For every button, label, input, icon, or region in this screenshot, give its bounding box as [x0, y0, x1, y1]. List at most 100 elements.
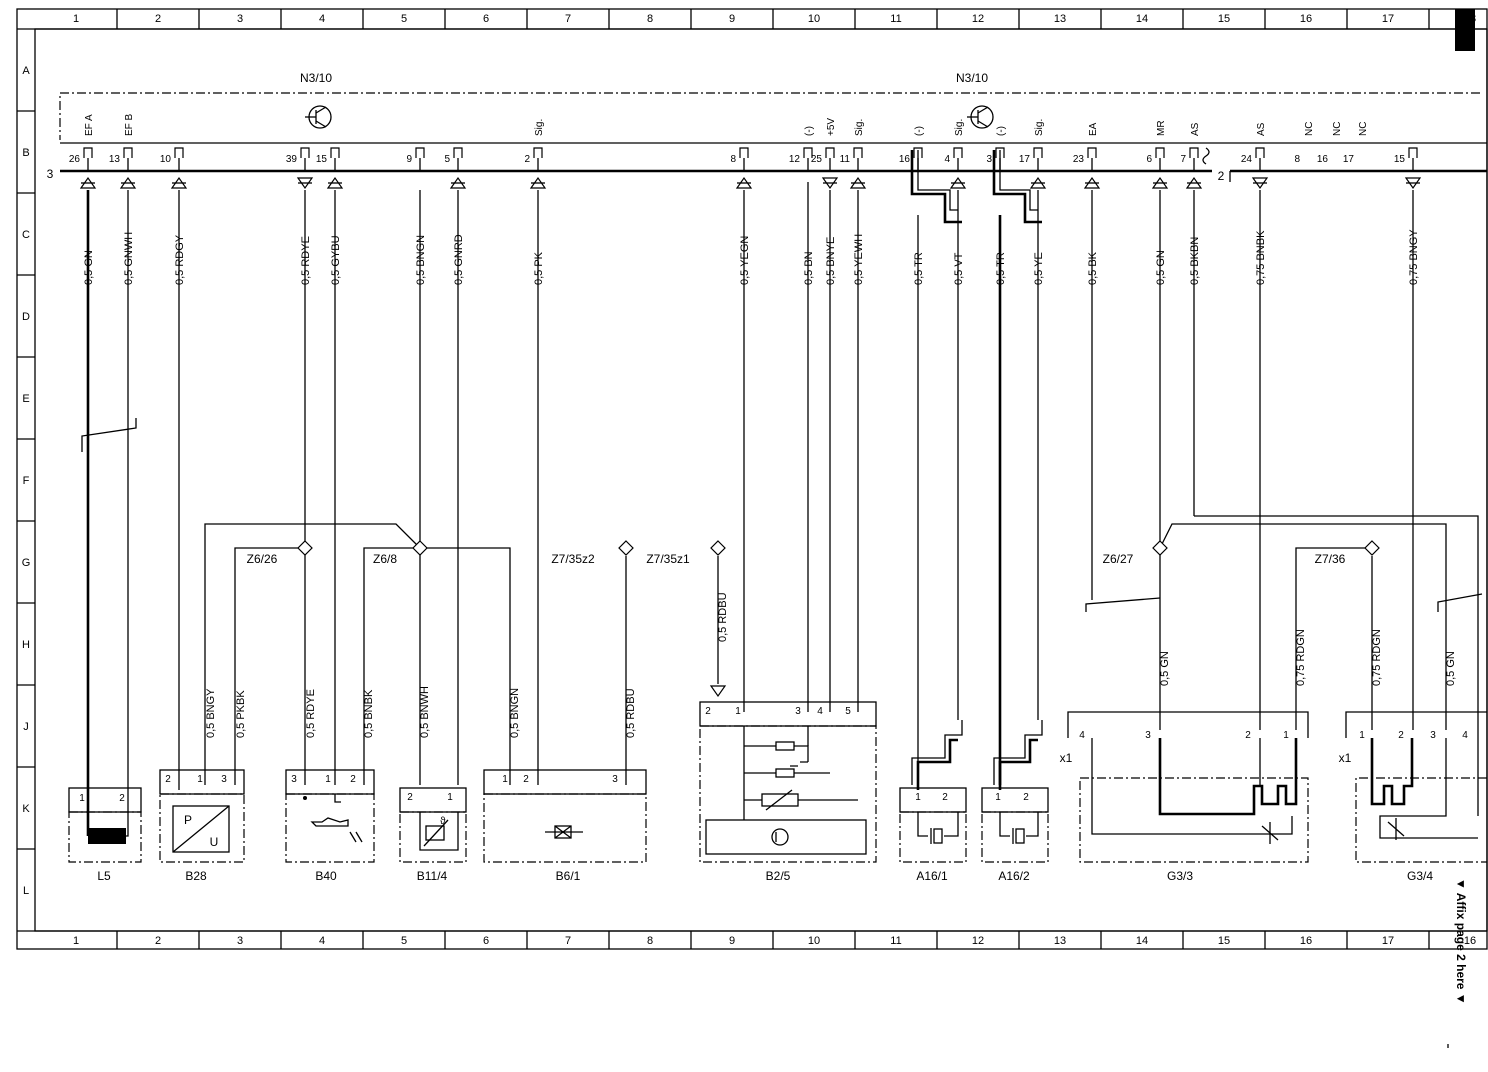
pin-13: 4 Sig. 0,5 VT — [944, 119, 967, 285]
pin-number: 12 — [789, 154, 801, 165]
grid-row-label: C — [22, 229, 30, 241]
pin-number: 4 — [1079, 730, 1085, 741]
pin-4: 150,5 GYBU — [316, 147, 344, 285]
component-label: B2/5 — [766, 869, 791, 883]
component-label: A16/2 — [998, 869, 1030, 883]
pin-number: 15 — [1394, 154, 1406, 165]
component-a16-2: 1 2 A16/2 — [981, 787, 1049, 883]
pin-socket-icon — [1255, 147, 1265, 158]
wire-label: 0,75 BNGY — [1408, 229, 1420, 285]
grid-column-label: 9 — [729, 13, 735, 25]
pin-20: 8NC — [1294, 122, 1315, 165]
splice-label: Z6/27 — [1103, 552, 1134, 566]
component-g3-3: x1 4 3 2 1 G3/3 — [1060, 711, 1309, 883]
wire-label: 0,5 PK — [533, 251, 545, 285]
grid-column-label: 4 — [319, 935, 325, 947]
pin-number: 17 — [1019, 154, 1031, 165]
wire-label: 0,5 BK — [1087, 251, 1099, 285]
component-label: G3/3 — [1167, 869, 1193, 883]
wire-label: 0,75 BNBK — [1255, 230, 1267, 285]
component-l5: 1 2 L5 — [68, 787, 142, 883]
pin-number: 23 — [1073, 154, 1085, 165]
pin-number: 1 — [915, 792, 921, 803]
pin-function: Sig. — [954, 119, 965, 136]
pin-number: 13 — [109, 154, 121, 165]
grid-column-label: 1 — [73, 935, 79, 947]
pin-number: 4 — [944, 154, 950, 165]
pin-function: Sig. — [854, 119, 865, 136]
oxygen-sensor-icon — [1370, 738, 1478, 840]
pin-socket-icon — [1408, 147, 1418, 158]
wire-label: 0,5 BNGN — [415, 235, 427, 285]
wire-label: 0,5 BNBK — [363, 689, 375, 738]
component-label: G3/4 — [1407, 869, 1433, 883]
pin-number: 15 — [316, 154, 328, 165]
pin-number: 16 — [1317, 154, 1329, 165]
pin-14: 3(-)0,5 TR — [986, 126, 1007, 285]
pin-number: 39 — [286, 154, 298, 165]
wire-label: 0,5 BN — [803, 251, 815, 285]
grid-lines — [17, 9, 1430, 949]
grid-column-label: 2 — [155, 935, 161, 947]
temperature-sensor-icon: ϑ — [419, 812, 459, 851]
pin-number: 4 — [1462, 730, 1468, 741]
component-b28: 2 1 3 P U B28 — [159, 769, 245, 883]
grid-column-label: 13 — [1054, 935, 1066, 947]
wire-label: 0,5 YEWH — [853, 234, 865, 285]
knock-sensor-icon — [917, 812, 959, 844]
grid-column-label: 10 — [808, 935, 820, 947]
pin-socket-icon — [300, 147, 310, 158]
pin-number: 2 — [1023, 792, 1029, 803]
grid-column-label: 8 — [647, 13, 653, 25]
pin-function: Sig. — [1034, 119, 1045, 136]
pin-number: 1 — [79, 793, 85, 804]
component-label: A16/1 — [916, 869, 948, 883]
hall-sensor-icon — [545, 825, 583, 839]
pin-number: 8 — [1294, 154, 1300, 165]
branch-wire-labels: 0,5 BNGY 0,5 PKBK 0,5 RDYE 0,5 BNBK 0,5 … — [205, 592, 1457, 738]
pin-number: 11 — [840, 154, 851, 165]
grid-column-label: 2 — [155, 13, 161, 25]
control-unit-title-left: N3/10 — [300, 71, 332, 85]
symbol-text: U — [210, 835, 219, 849]
wire-label: 0,5 VT — [953, 252, 965, 285]
grid-column-label: 5 — [401, 13, 407, 25]
wire-label: 0,5 BKBN — [1189, 237, 1201, 285]
component-a16-1: 1 2 A16/1 — [899, 787, 967, 883]
component-b40: 3 1 2 B40 — [285, 769, 375, 883]
connector-label: x1 — [1060, 751, 1073, 765]
grid-column-label: 9 — [729, 935, 735, 947]
splice-z6-26: Z6/26 — [247, 540, 313, 566]
pin-socket-icon — [739, 147, 749, 158]
pin-function: (-) — [996, 126, 1007, 136]
pin-function: (-) — [914, 126, 925, 136]
grid-column-label: 8 — [647, 935, 653, 947]
pressure-sensor-icon: P U — [172, 805, 230, 853]
splice-z7-35z2: Z7/35z2 — [551, 552, 595, 566]
pin-function: (-) — [804, 126, 815, 136]
wire-label: 0,5 RDBU — [625, 688, 637, 738]
grid-row-label: G — [22, 557, 31, 569]
wire-label: 0,5 RDYE — [300, 236, 312, 285]
component-g3-4: x1 1 2 3 4 G3/4 — [1339, 711, 1487, 883]
wire-label: 0,75 RDGN — [1371, 629, 1383, 686]
grid-column-label: 14 — [1136, 13, 1148, 25]
pin-number: 2 — [407, 792, 413, 803]
oil-sensor-icon — [303, 794, 363, 843]
pin-number: 16 — [899, 154, 911, 165]
grid-column-label: 12 — [972, 935, 984, 947]
splice-z7-36: Z7/36 — [1315, 540, 1380, 566]
pin-socket-icon — [1033, 147, 1043, 158]
transistor-icon — [305, 105, 332, 129]
splice-z6-27: Z6/27 — [1103, 540, 1168, 566]
page-marker — [1455, 9, 1475, 51]
control-unit-title-right: N3/10 — [956, 71, 988, 85]
grid-column-label: 16 — [1300, 13, 1312, 25]
grid-column-label: 3 — [237, 935, 243, 947]
pin-number: 9 — [406, 154, 412, 165]
